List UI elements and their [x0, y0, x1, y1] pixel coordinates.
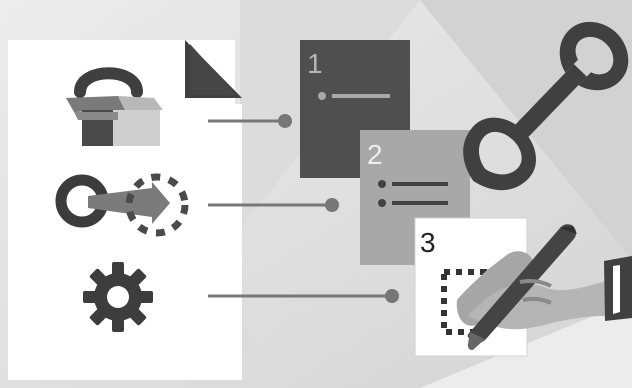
document-label-1: 1: [307, 50, 323, 78]
document-label-3: 3: [420, 229, 436, 257]
document-label-2: 2: [367, 141, 383, 169]
